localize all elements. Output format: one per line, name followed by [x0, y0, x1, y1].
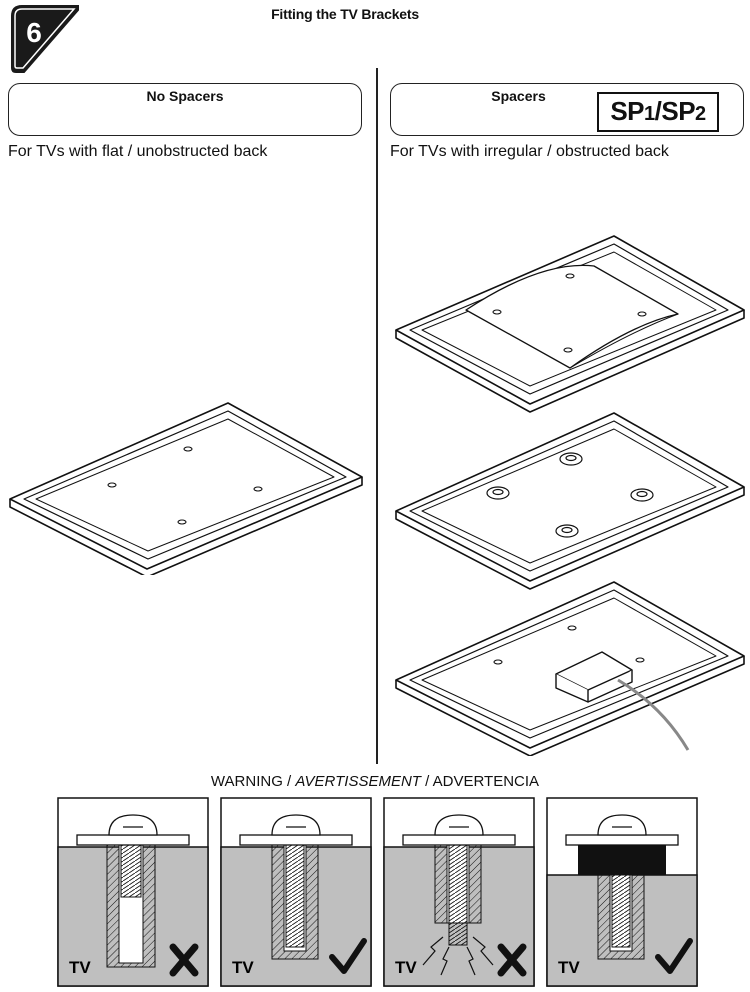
part-code-label: SP1/SP2 — [597, 92, 719, 132]
no-spacers-title: No Spacers — [146, 88, 224, 104]
tv-label: TV — [558, 958, 580, 977]
spacers-header: Spacers SP1/SP2 — [390, 83, 744, 136]
page-title: Fitting the TV Brackets — [271, 6, 419, 22]
tv-recessed-holes-illustration — [395, 412, 745, 590]
spacers-title: Spacers — [491, 88, 546, 104]
step-number: 6 — [26, 17, 42, 48]
no-spacers-description: For TVs with flat / unobstructed back — [8, 143, 268, 160]
warning-diagram-4: TV — [546, 797, 698, 987]
tv-label: TV — [395, 958, 417, 977]
spacers-description: For TVs with irregular / obstructed back — [390, 143, 669, 160]
warning-diagram-2: TV — [220, 797, 372, 987]
tv-flat-back-illustration — [9, 402, 363, 575]
cross-icon — [169, 943, 199, 977]
column-divider — [376, 68, 378, 764]
check-icon — [655, 938, 693, 974]
check-icon — [329, 938, 367, 974]
warning-diagram-3: TV — [383, 797, 535, 987]
cross-icon — [497, 943, 527, 977]
warning-title: WARNING / AVERTISSEMENT / ADVERTENCIA — [210, 773, 540, 790]
warning-diagram-1: TV — [57, 797, 209, 987]
no-spacers-header: No Spacers — [8, 83, 362, 136]
tv-label: TV — [69, 958, 91, 977]
tv-curved-back-illustration — [395, 235, 745, 413]
tv-label: TV — [232, 958, 254, 977]
tv-obstructed-back-illustration — [395, 581, 745, 756]
step-number-badge: 6 — [11, 5, 79, 73]
